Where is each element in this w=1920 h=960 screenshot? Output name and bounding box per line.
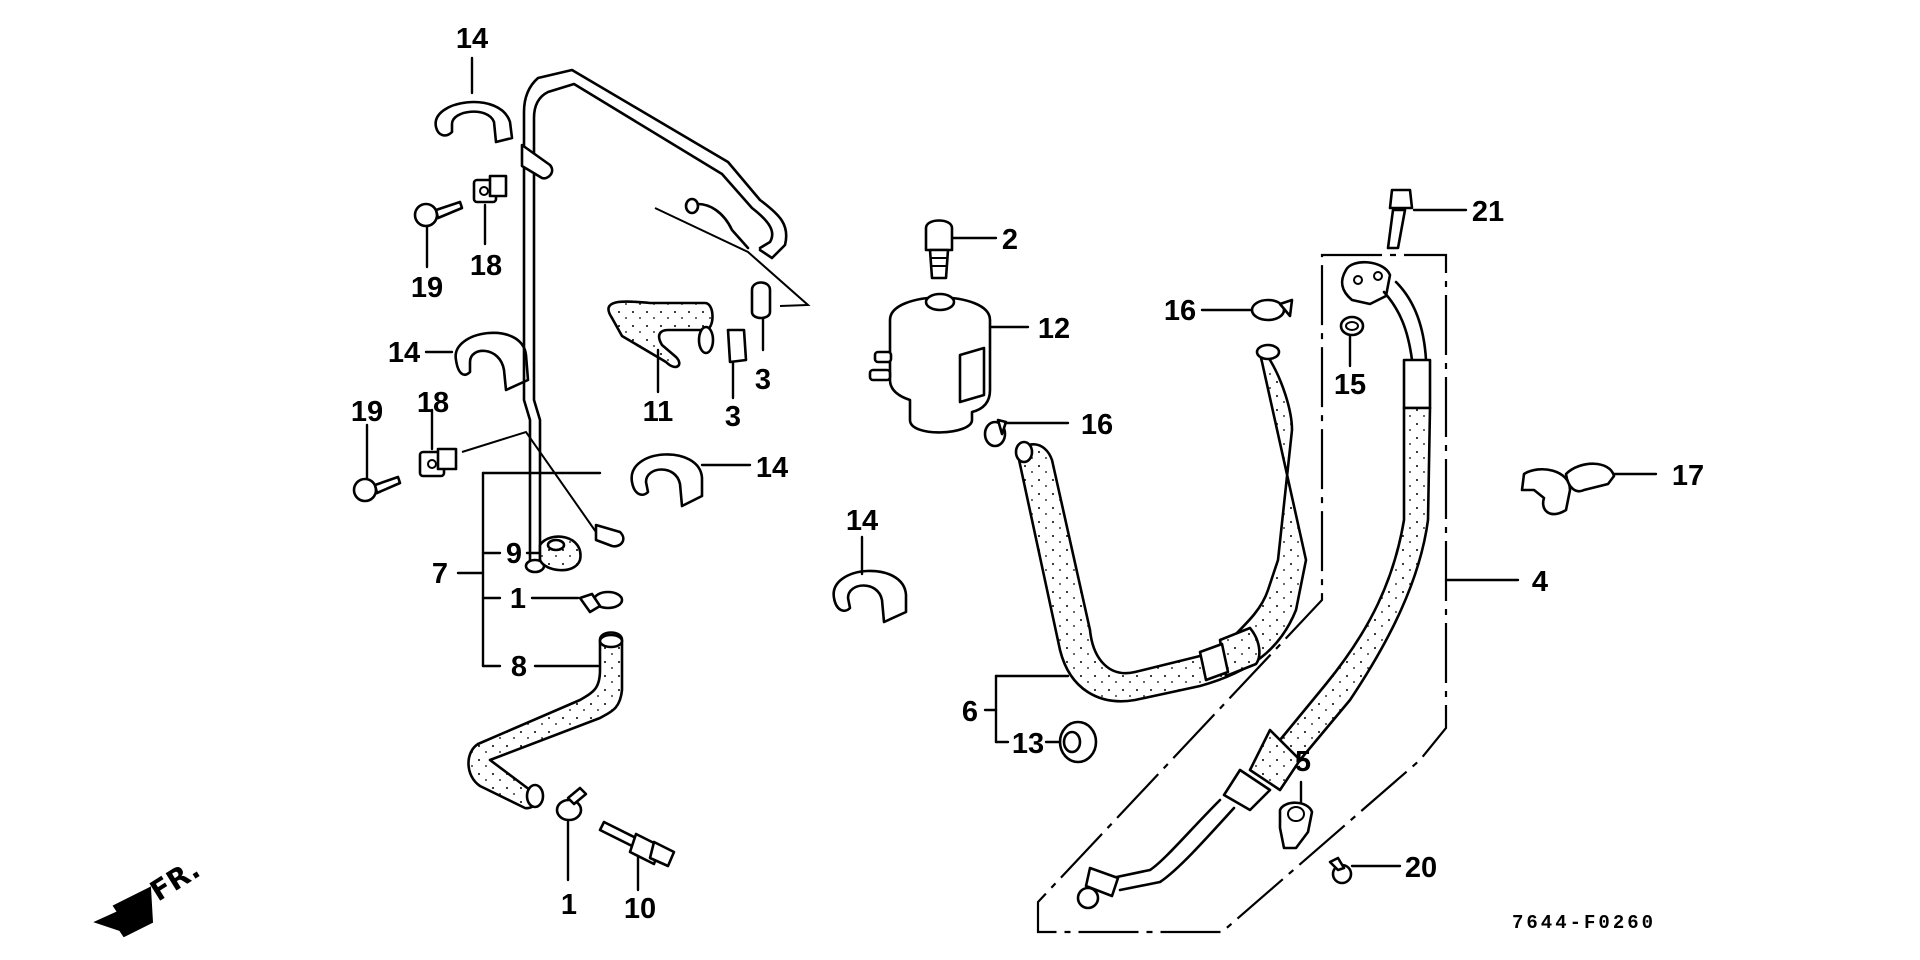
callout-8: 8 [511, 651, 527, 683]
diagram-code: 7644-F0260 [1512, 912, 1656, 934]
callout-10: 10 [624, 893, 656, 925]
callout-4: 4 [1532, 566, 1548, 598]
front-arrow-icon [93, 886, 154, 938]
hose-clamp-1-upper[interactable]: 1 [510, 583, 624, 615]
front-direction-indicator: FR. [93, 852, 206, 938]
screw-19-top[interactable]: 19 [411, 200, 464, 304]
hose-clamp-16-center[interactable]: 16 [983, 409, 1113, 448]
callout-21: 21 [1472, 196, 1504, 228]
double-clip-17[interactable]: 17 [1520, 460, 1704, 516]
callout-18: 18 [417, 387, 449, 419]
cushion-9[interactable]: 9 [506, 535, 582, 572]
callout-14: 14 [456, 23, 488, 55]
clip-nut-18-top[interactable]: 18 [470, 174, 508, 282]
hose-8[interactable]: 8 [467, 631, 624, 810]
o-ring-15[interactable]: 15 [1334, 315, 1366, 401]
clamp-14-middle[interactable]: 14 [630, 452, 788, 508]
clip-nut-18-lower[interactable]: 18 [417, 387, 597, 533]
front-label: FR. [144, 852, 205, 907]
callout-17: 17 [1672, 460, 1704, 492]
callout-14: 14 [756, 452, 788, 484]
callout-19: 19 [411, 272, 443, 304]
callout-13: 13 [1012, 728, 1044, 760]
bolt-21[interactable]: 21 [1386, 188, 1504, 250]
callout-5: 5 [1295, 746, 1311, 778]
callout-15: 15 [1334, 369, 1366, 401]
callout-16: 16 [1081, 409, 1113, 441]
cap-2[interactable]: 2 [924, 219, 1018, 280]
grommet-13[interactable]: 13 [1012, 720, 1098, 764]
callout-14: 14 [388, 337, 420, 369]
hose-clamp-16-right[interactable]: 16 [1164, 295, 1294, 327]
callout-3: 3 [725, 401, 741, 433]
hose-6[interactable] [1014, 343, 1308, 703]
screw-19-lower[interactable]: 19 [351, 396, 402, 503]
callout-2: 2 [1002, 224, 1018, 256]
callout-20: 20 [1405, 852, 1437, 884]
fitting-10[interactable]: 10 [598, 820, 676, 925]
callout-18: 18 [470, 250, 502, 282]
clip-3-left[interactable]: 3 [725, 328, 748, 433]
callout-14: 14 [846, 505, 878, 537]
callout-3: 3 [755, 364, 771, 396]
callout-11: 11 [643, 396, 674, 428]
clamp-14-left[interactable]: 14 [388, 331, 530, 392]
callout-12: 12 [1038, 313, 1070, 345]
hose-4-outline [1036, 253, 1448, 934]
bolt-20[interactable]: 20 [1328, 852, 1437, 885]
high-pressure-hose-4[interactable]: 4 [1076, 261, 1548, 910]
hose-clamp-5[interactable]: 5 [1278, 746, 1314, 850]
clamp-14-center[interactable]: 14 [832, 505, 908, 624]
callout-7: 7 [432, 558, 448, 590]
reservoir-12[interactable]: 12 [868, 292, 1070, 434]
callout-bracket-6: 6 [962, 674, 1070, 744]
callout-bracket-7: 7 [432, 471, 602, 668]
clamp-14-top[interactable]: 14 [434, 23, 514, 144]
hose-clamp-1-lower[interactable]: 1 [555, 786, 588, 921]
hose-11[interactable]: 11 [607, 300, 715, 428]
callout-6: 6 [962, 696, 978, 728]
callout-19: 19 [351, 396, 383, 428]
pipe-7-assembly[interactable] [520, 68, 811, 574]
callout-16: 16 [1164, 295, 1196, 327]
callout-9: 9 [506, 538, 522, 570]
callout-1: 1 [510, 583, 526, 615]
callout-1: 1 [561, 889, 577, 921]
clip-3-right[interactable]: 3 [750, 281, 772, 397]
